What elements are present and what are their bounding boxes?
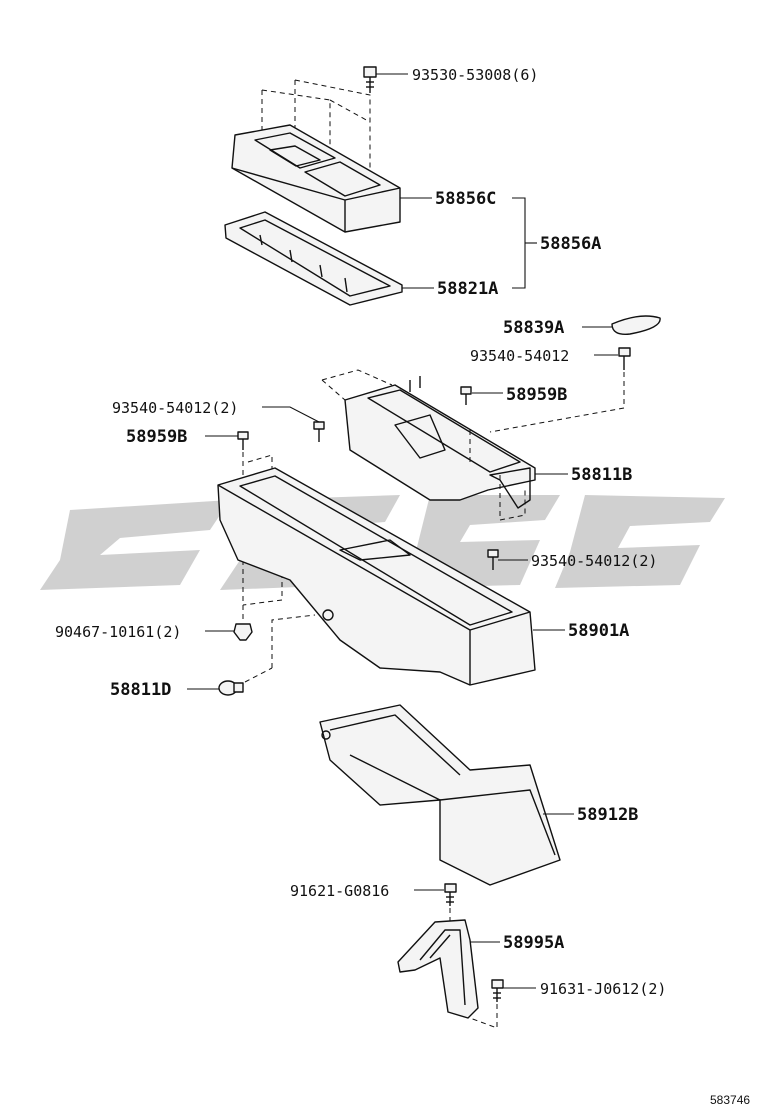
label-bolt-top: 93530-53008(6) <box>412 66 538 84</box>
dash-middle-top <box>321 369 393 386</box>
label-clip-d: 58811D <box>110 680 171 700</box>
label-pad: 58839A <box>503 318 564 338</box>
label-box-upper: 58856C <box>435 189 496 209</box>
label-clip-rivet: 90467-10161(2) <box>55 623 181 641</box>
label-console-main: 58901A <box>568 621 629 641</box>
dash-upper-box <box>261 79 371 180</box>
bolt-top-icon <box>363 66 377 93</box>
middle-box-icon <box>344 376 536 509</box>
label-assy: 58856A <box>540 234 601 254</box>
label-console-lower: 58912B <box>577 805 638 825</box>
reference-number: 583746 <box>710 1093 750 1107</box>
lower-console-icon <box>319 704 561 886</box>
label-screw-right-top: 93540-54012 <box>470 347 569 365</box>
screw-lower-mid-icon <box>487 549 499 570</box>
assy-bracket <box>512 197 526 289</box>
bolt-g-icon <box>444 883 457 906</box>
pad-icon <box>611 315 661 335</box>
clip-b-upper-icon <box>460 386 472 405</box>
label-clip-b-upper: 58959B <box>506 385 567 405</box>
screw-left-icon <box>313 421 325 442</box>
label-bolt-g: 91621-G0816 <box>290 882 389 900</box>
upper-box-icon <box>231 124 401 233</box>
label-box-middle: 58811B <box>571 465 632 485</box>
bracket-icon <box>397 919 479 1019</box>
label-bolt-j: 91631-J0612(2) <box>540 980 666 998</box>
label-bracket: 58995A <box>503 933 564 953</box>
rivet-clip-icon <box>233 623 253 641</box>
frame-icon <box>224 211 403 306</box>
bolt-j-icon <box>491 979 504 1002</box>
screw-right-top-icon <box>618 347 631 370</box>
main-console-icon <box>217 467 536 686</box>
label-frame: 58821A <box>437 279 498 299</box>
clip-b-left-icon <box>237 431 249 450</box>
label-clip-b-left: 58959B <box>126 427 187 447</box>
label-screw-left: 93540-54012(2) <box>112 399 238 417</box>
clip-d-icon <box>218 680 244 696</box>
label-screw-lower-mid: 93540-54012(2) <box>531 552 657 570</box>
